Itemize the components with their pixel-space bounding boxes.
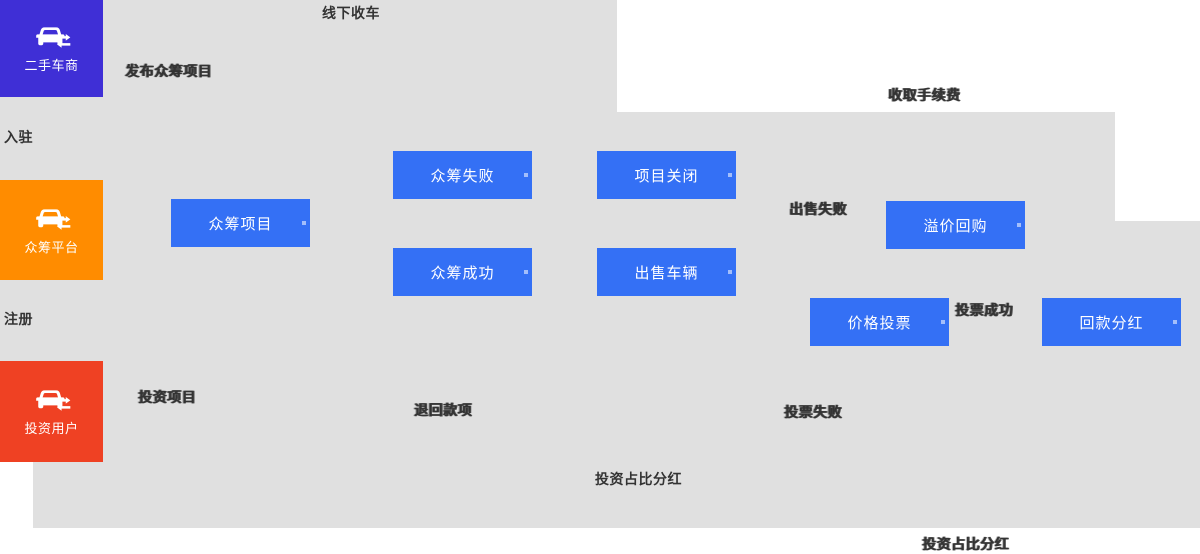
role-block-dealer[interactable]: 二手车商 <box>0 0 103 97</box>
edge-label-text: 线下收车 <box>322 5 380 21</box>
node-repayment-dividend[interactable]: 回款分红 <box>1042 298 1181 346</box>
node-label: 众筹项目 <box>208 215 273 233</box>
node-label: 价格投票 <box>847 314 912 332</box>
edge-label-text: 投资项目 <box>138 389 196 405</box>
edge-label-text: 入驻 <box>4 129 33 145</box>
background-plate-top <box>103 0 617 112</box>
car-exchange-icon <box>35 390 70 412</box>
edge-label-register: 注册 <box>4 309 33 329</box>
edge-label-text: 投票成功 <box>955 302 1013 318</box>
car-exchange-icon <box>35 209 70 230</box>
node-label: 众筹失败 <box>430 167 495 185</box>
node-label: 溢价回购 <box>923 217 988 235</box>
edge-label-text: 投票失败 <box>784 404 842 420</box>
edge-label-text: 投资占比分红 <box>922 536 1009 552</box>
edge-label-charge-fee: 收取手续费 <box>888 85 961 105</box>
node-crowdfund-failed[interactable]: 众筹失败 <box>393 151 532 199</box>
edge-label-refund: 退回款项 <box>414 400 472 420</box>
role-label-dealer: 二手车商 <box>24 58 79 74</box>
node-label: 出售车辆 <box>634 264 699 282</box>
node-crowdfund-success[interactable]: 众筹成功 <box>393 248 532 296</box>
edge-label-investment-share-dividend: 投资占比分红 <box>595 469 682 489</box>
edge-label-text: 投资占比分红 <box>595 471 682 487</box>
edge-label-sale-failed: 出售失败 <box>789 199 847 219</box>
role-block-investor[interactable]: 投资用户 <box>0 361 103 462</box>
edge-label-text: 发布众筹项目 <box>125 63 212 79</box>
edge-label-vote-success: 投票成功 <box>955 300 1013 320</box>
role-label-investor: 投资用户 <box>24 421 79 437</box>
edge-label-offline-acquire: 线下收车 <box>322 3 380 23</box>
edge-label-text: 收取手续费 <box>888 87 961 103</box>
edge-label-text: 注册 <box>4 311 33 327</box>
node-price-vote[interactable]: 价格投票 <box>810 298 949 346</box>
node-crowdfund-project[interactable]: 众筹项目 <box>171 199 310 247</box>
node-label: 项目关闭 <box>634 167 699 185</box>
node-sell-vehicle[interactable]: 出售车辆 <box>597 248 736 296</box>
edge-label-onboard: 入驻 <box>4 127 33 147</box>
edge-label-investment-share-dividend-bottom: 投资占比分红 <box>922 534 1009 554</box>
edge-label-text: 出售失败 <box>789 201 847 217</box>
node-project-closed[interactable]: 项目关闭 <box>597 151 736 199</box>
edge-label-text: 退回款项 <box>414 402 472 418</box>
car-exchange-icon <box>35 27 70 49</box>
edge-label-vote-failed: 投票失败 <box>784 402 842 422</box>
edge-label-publish-project: 发布众筹项目 <box>125 61 212 81</box>
role-label-platform: 众筹平台 <box>24 239 79 255</box>
node-label: 众筹成功 <box>430 264 495 282</box>
node-label: 回款分红 <box>1079 314 1144 332</box>
node-premium-buyback[interactable]: 溢价回购 <box>886 201 1025 249</box>
edge-label-invest-project: 投资项目 <box>138 387 196 407</box>
role-block-platform[interactable]: 众筹平台 <box>0 180 103 280</box>
